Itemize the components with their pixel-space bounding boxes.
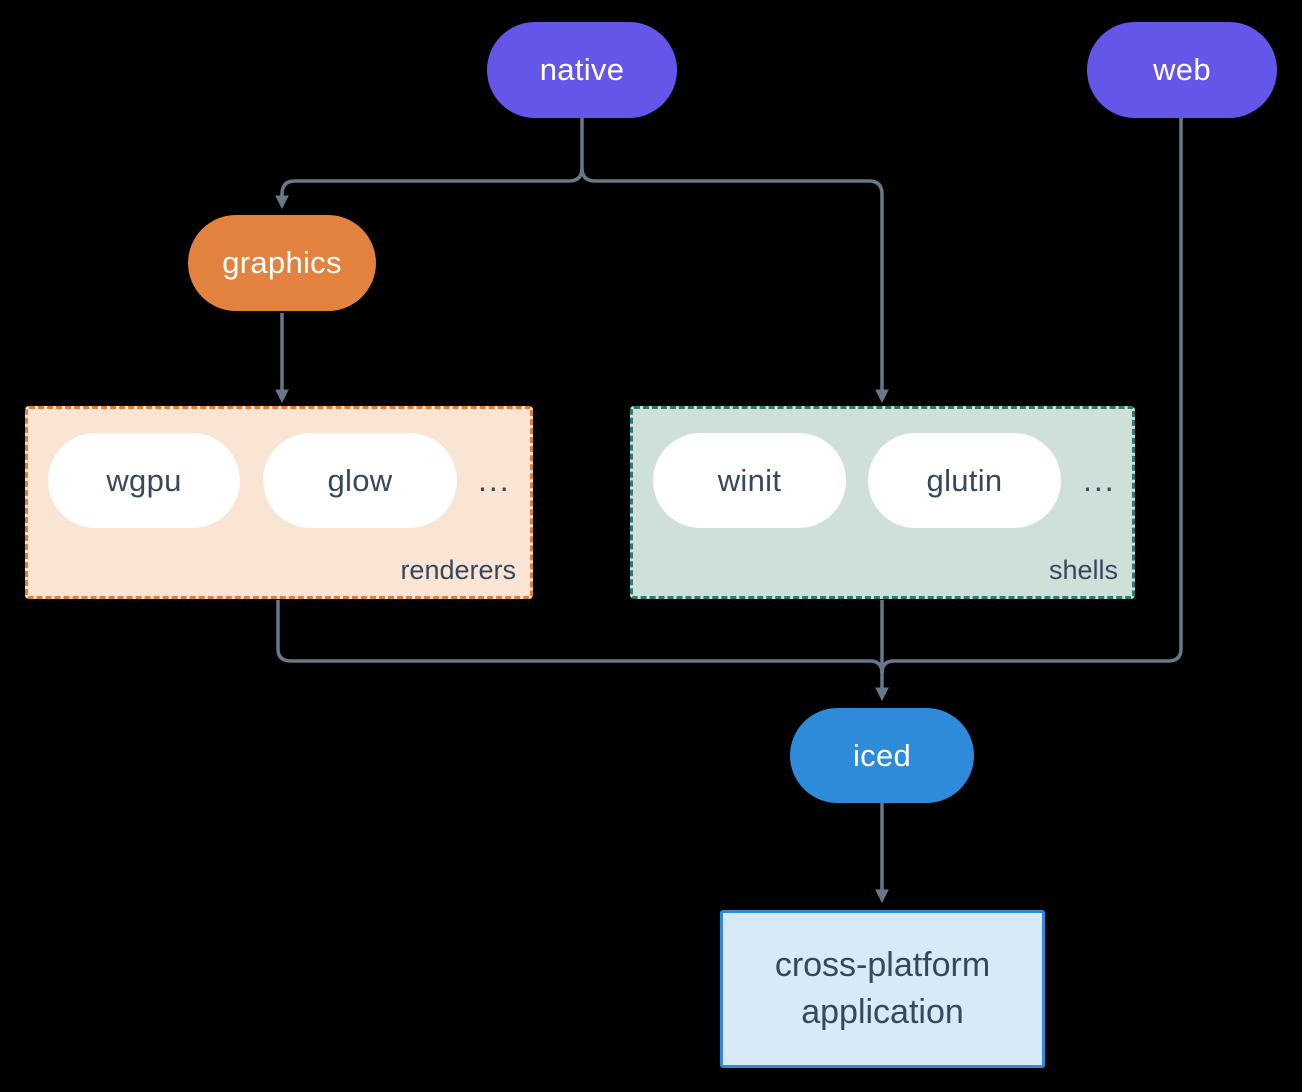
node-winit: winit (653, 433, 846, 528)
node-cross-platform-application: cross-platform application (720, 910, 1045, 1068)
node-native: native (487, 22, 677, 118)
node-graphics-label: graphics (222, 245, 342, 280)
renderers-ellipsis: ... (478, 462, 511, 498)
node-iced: iced (790, 708, 974, 803)
node-winit-label: winit (717, 462, 782, 498)
node-web-label: web (1153, 52, 1211, 87)
node-glow: glow (263, 433, 457, 528)
node-wgpu-label: wgpu (106, 462, 182, 498)
application-label-line1: cross-platform (774, 946, 991, 984)
node-web: web (1087, 22, 1277, 118)
node-iced-label: iced (852, 737, 912, 773)
shells-ellipsis: ... (1083, 462, 1116, 498)
node-glutin-label: glutin (926, 462, 1003, 498)
edge-native-graphics (275, 167, 584, 210)
node-native-label: native (539, 52, 625, 87)
renderers-group-label: renderers (400, 555, 516, 585)
shells-group-label: shells (1048, 555, 1118, 585)
node-wgpu: wgpu (48, 433, 240, 528)
edge-native-shells (580, 167, 889, 404)
node-glutin: glutin (868, 433, 1061, 528)
node-graphics: graphics (188, 215, 376, 311)
group-shells: winit glutin ... shells (630, 406, 1135, 599)
application-label-line2: application (801, 993, 964, 1031)
node-glow-label: glow (327, 462, 393, 498)
edge-renderers-merge (276, 600, 884, 674)
group-renderers: wgpu glow ... renderers (25, 406, 533, 599)
